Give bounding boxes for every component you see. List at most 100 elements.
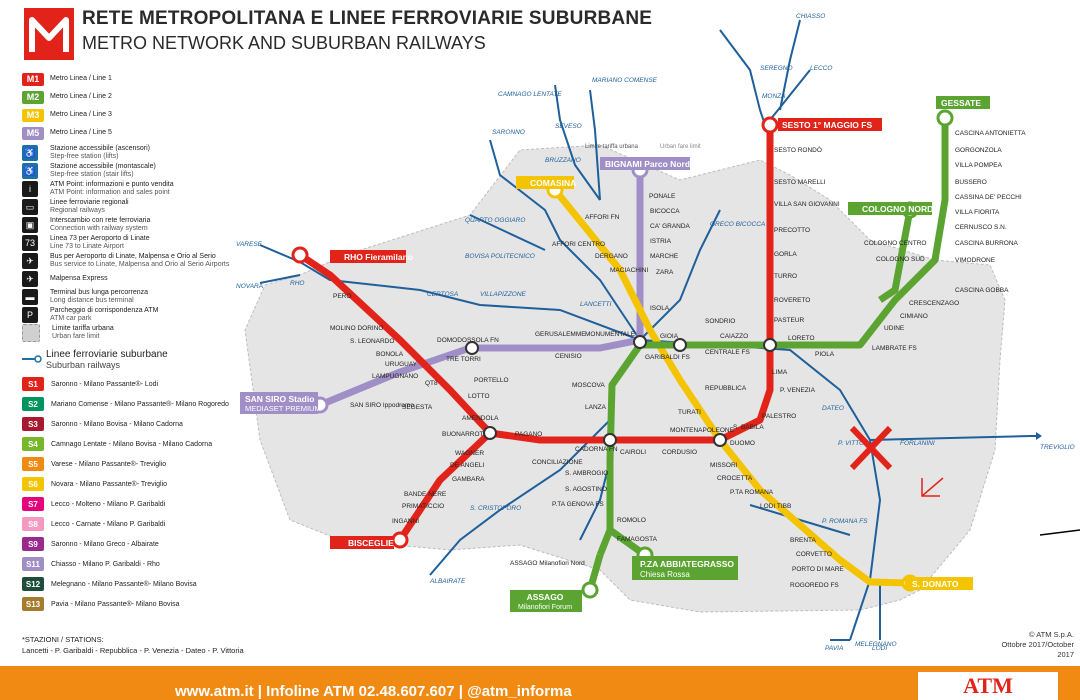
station-rail-label: NOVARA bbox=[236, 283, 263, 290]
interchange-pagano bbox=[483, 426, 497, 440]
station-m1-label: CORDUSIO bbox=[662, 449, 697, 456]
station-m1-label: PERO bbox=[333, 293, 351, 300]
terminus-assago-sub: Milanofiori Forum bbox=[518, 604, 572, 611]
station-m2-label: VILLA FIORITA bbox=[955, 209, 1000, 216]
legend-symbol-row: ♿Stazione accessibile (montascale)Step-f… bbox=[22, 162, 237, 180]
footer-contact[interactable]: www.atm.it | Infoline ATM 02.48.607.607 … bbox=[175, 683, 572, 700]
station-m2-label: S. AMBROGIO bbox=[565, 470, 608, 477]
station-rail-label: CERTOSA bbox=[427, 291, 458, 298]
page-title: RETE METROPOLITANA E LINEE FERROVIARIE S… bbox=[82, 8, 653, 29]
station-m1-label: DUOMO bbox=[730, 440, 755, 447]
station-m2-label: VIMODRONE bbox=[955, 257, 996, 264]
station-m5-label: MARCHE bbox=[650, 253, 679, 260]
atm-logo: ATM bbox=[918, 672, 1058, 700]
station-rail-label: PAVIA bbox=[825, 645, 843, 652]
legend-symbol-label: Malpensa Express bbox=[50, 275, 108, 282]
station-m1-label: CENISIO bbox=[555, 353, 582, 360]
copyright-text: © ATM S.p.A. bbox=[1029, 630, 1074, 639]
urban-fare-area bbox=[244, 144, 1006, 613]
station-rail-label: MARIANO COMENSE bbox=[592, 77, 658, 84]
suburban-header: Linee ferroviarie suburbane Suburban rai… bbox=[22, 348, 237, 370]
station-m1-label: TURRO bbox=[774, 273, 797, 280]
rail-line-albairate bbox=[429, 419, 611, 576]
suburban-badge: S6 bbox=[22, 477, 44, 491]
station-rail-label: ALBAIRATE bbox=[429, 578, 466, 585]
station-m1-label: LIMA bbox=[772, 369, 788, 376]
station-m2-label: CERNUSCO S.N. bbox=[955, 224, 1007, 231]
station-m1-label: BONOLA bbox=[376, 351, 404, 358]
legend-symbol-label: Limite tariffa urbana bbox=[52, 325, 114, 332]
station-m1-label: SAN SIRO Ippodromo bbox=[350, 402, 414, 409]
station-rail-label: CHIASSO bbox=[796, 13, 825, 20]
line-badge: M2 bbox=[22, 90, 44, 104]
station-m1-label: QT8 bbox=[425, 380, 438, 387]
interchange-garibaldi bbox=[633, 335, 647, 349]
station-m2-label: PIOLA bbox=[815, 351, 835, 358]
station-m3-label: ROGOREDO FS bbox=[790, 582, 839, 589]
legend-symbol-sub: ATM Point: information and sales point bbox=[50, 189, 170, 196]
legend-symbol-row: ♿Stazione accessibile (ascensori)Step-fr… bbox=[22, 144, 237, 162]
station-rail-label: P. ROMANA FS bbox=[822, 518, 868, 525]
suburban-badge: S4 bbox=[22, 437, 44, 451]
rail-line-treviglio bbox=[869, 435, 1031, 441]
legend-symbol-sub: Connection with railway system bbox=[50, 225, 148, 232]
station-m1-label: SESTO RONDÒ bbox=[774, 145, 822, 154]
station-m1-label: PALESTRO bbox=[762, 413, 796, 420]
station-rail-label: VARESE bbox=[236, 241, 263, 248]
metro-m-icon bbox=[29, 17, 69, 52]
suburban-badge: S11 bbox=[22, 557, 44, 571]
station-m1-label: TRE TORRI bbox=[446, 356, 481, 363]
station-m1-label: SEGESTA bbox=[402, 404, 433, 411]
station-m2-label: COLOGNO SUD bbox=[876, 256, 925, 263]
terminus-sansiro-sub: MEDIASET PREMIUM bbox=[245, 404, 321, 413]
suburban-label: Camnago Lentate - Milano Bovisa - Milano… bbox=[51, 440, 213, 448]
legend-symbol-label: ATM Point: informazioni e punto vendita bbox=[50, 181, 174, 188]
urban-limit-icon bbox=[22, 324, 40, 342]
interchange-loreto bbox=[763, 338, 777, 352]
station-m3-label: MISSORI bbox=[710, 462, 738, 469]
terminus-labels: RHO Fieramilano BISCEGLIE SESTO 1° MAGGI… bbox=[240, 96, 990, 612]
station-m1-label: LORETO bbox=[788, 335, 815, 342]
urban-limit-label: Limite tariffa urbana bbox=[585, 144, 639, 150]
suburban-label: Pavia - Milano Passante®- Milano Bovisa bbox=[51, 600, 180, 608]
suburban-subtitle: Suburban railways bbox=[46, 359, 121, 370]
station-m1-label: MONUMENTALE bbox=[585, 331, 636, 338]
legend-symbol-label: Terminal bus lunga percorrenza bbox=[50, 289, 149, 296]
legend-symbol-sub: Bus service to Linate, Malpensa and Orio… bbox=[50, 261, 230, 268]
legend-symbol-label: Stazione accessibile (ascensori) bbox=[50, 145, 150, 152]
station-rail-label: LECCO bbox=[810, 65, 832, 72]
station-m3-label: CORVETTO bbox=[796, 551, 832, 558]
station-m1-label: PRIMATICCIO bbox=[402, 503, 444, 510]
station-m2-label: P.TA GENOVA FS bbox=[552, 501, 604, 508]
rail-line-bovisa bbox=[489, 139, 641, 341]
station-rail-label: RHO bbox=[290, 280, 304, 287]
station-m2-label: FAMAGOSTA bbox=[617, 536, 658, 543]
footer-bar bbox=[0, 666, 1080, 700]
station-m1-label: BANDE NERE bbox=[404, 491, 447, 498]
station-m1-label: WAGNER bbox=[455, 450, 484, 457]
station-rail-label: SEVESO bbox=[555, 123, 582, 130]
long-bus-icon: ▬ bbox=[22, 289, 38, 305]
terminus-bignami: BIGNAMI Parco Nord bbox=[605, 159, 690, 169]
m1-line-main bbox=[298, 125, 774, 444]
bus-73-icon: 73 bbox=[22, 235, 38, 251]
station-m3-label: CROCETTA bbox=[717, 475, 753, 482]
regional-rail-icon: ▭ bbox=[22, 199, 38, 215]
train-icon: ▣ bbox=[22, 217, 38, 233]
suburban-label: Saronno - Milano Passante®- Lodi bbox=[51, 380, 159, 388]
airport-bus-icon: ✈ bbox=[22, 253, 38, 269]
station-m1-label: S. BABILA bbox=[733, 424, 764, 431]
station-rail-label: VILLAPIZZONE bbox=[480, 291, 527, 298]
m3-line bbox=[552, 187, 911, 587]
suburban-label: Saronno - Milano Greco - Albairate bbox=[51, 540, 159, 548]
legend-symbol-sub: Step-free station (stair lifts) bbox=[50, 171, 134, 178]
